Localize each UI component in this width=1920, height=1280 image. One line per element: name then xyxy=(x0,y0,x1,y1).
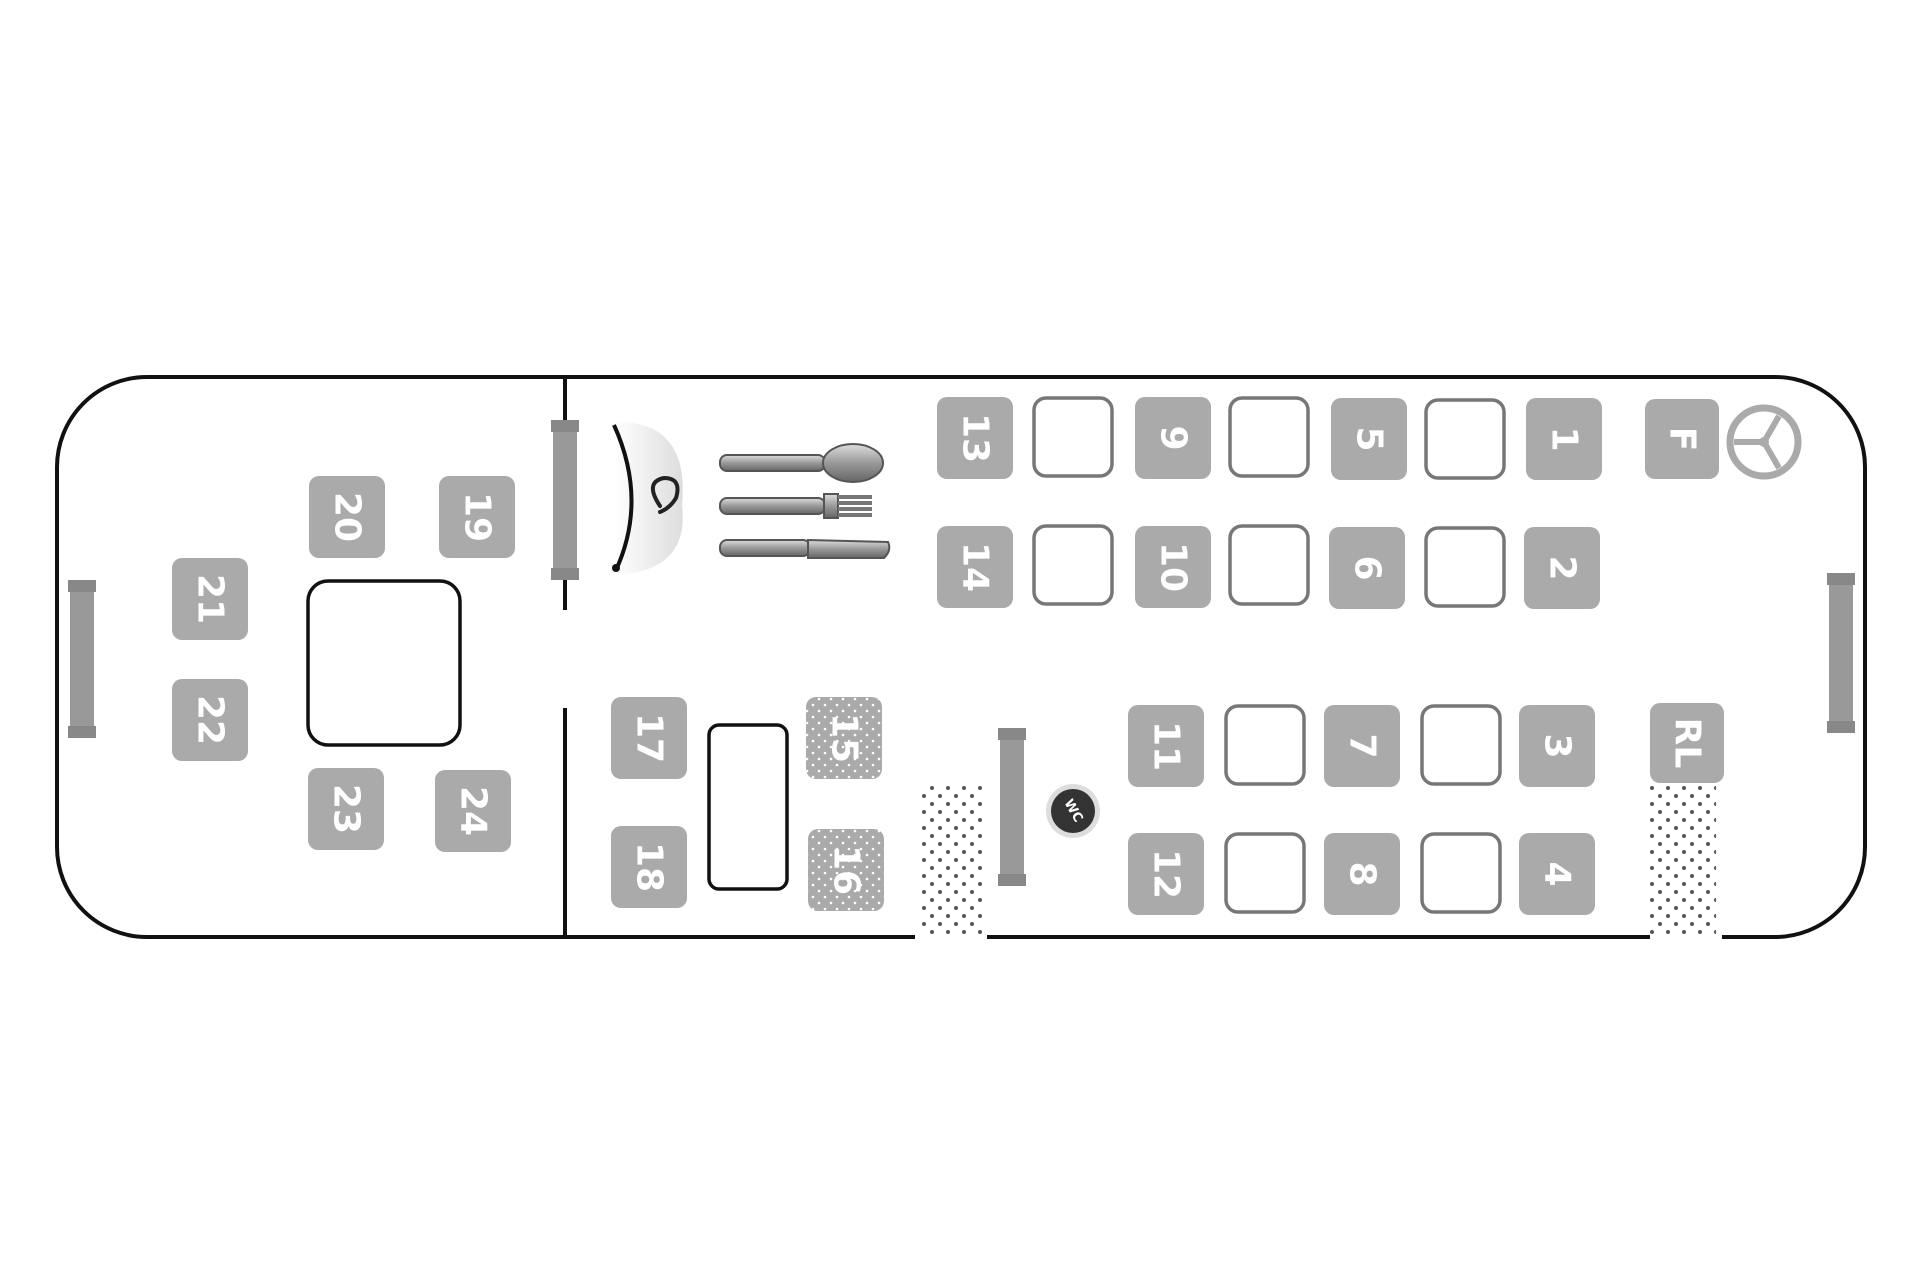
seat-label: 6 xyxy=(1347,555,1388,580)
seat-5[interactable]: 5 xyxy=(1331,398,1407,480)
row-tables xyxy=(1032,396,1506,914)
seat-label: 2 xyxy=(1542,555,1583,580)
seat-box xyxy=(439,476,515,558)
seat-7[interactable]: 7 xyxy=(1324,705,1400,787)
driver-seat[interactable]: F xyxy=(1645,399,1719,479)
seat-box xyxy=(1135,397,1211,479)
seat-15[interactable]: 15 xyxy=(806,697,882,779)
seat-box xyxy=(611,697,687,779)
seat-label: 18 xyxy=(629,842,670,892)
seat-box xyxy=(1329,527,1405,609)
seat-box xyxy=(1519,705,1595,787)
seat-17[interactable]: 17 xyxy=(611,697,687,779)
seat-box xyxy=(808,829,884,911)
lounge-table xyxy=(306,579,462,747)
seat-box xyxy=(1526,398,1602,480)
seat-box xyxy=(937,526,1013,608)
seat-label: 1 xyxy=(1544,426,1585,451)
seat-box xyxy=(1324,833,1400,915)
seat-label: 24 xyxy=(453,786,494,836)
seat-2[interactable]: 2 xyxy=(1524,527,1600,609)
seat-box xyxy=(937,397,1013,479)
seat-label: 12 xyxy=(1146,849,1187,899)
seat-label: 4 xyxy=(1537,861,1578,886)
rear-window-bar xyxy=(68,580,96,738)
seat-box xyxy=(172,679,248,761)
seat-14[interactable]: 14 xyxy=(937,526,1013,608)
seat-label: 20 xyxy=(327,492,368,542)
guide-seat-label: RL xyxy=(1667,718,1708,769)
seat-3[interactable]: 3 xyxy=(1519,705,1595,787)
seat-box xyxy=(1128,833,1204,915)
seat-label: 14 xyxy=(955,542,996,592)
seat-label: 23 xyxy=(326,784,367,834)
seat-label: 16 xyxy=(826,845,867,895)
seat-11[interactable]: 11 xyxy=(1128,705,1204,787)
seat-23[interactable]: 23 xyxy=(308,768,384,850)
seat-box xyxy=(1135,526,1211,608)
seat-6[interactable]: 6 xyxy=(1329,527,1405,609)
seat-box xyxy=(806,697,882,779)
seat-box xyxy=(1524,527,1600,609)
seat-22[interactable]: 22 xyxy=(172,679,248,761)
seat-label: 9 xyxy=(1153,425,1194,450)
seat-box xyxy=(1324,705,1400,787)
seat-10[interactable]: 10 xyxy=(1135,526,1211,608)
seat-label: 5 xyxy=(1349,426,1390,451)
guide-seat[interactable]: RL xyxy=(1650,703,1724,783)
seat-box xyxy=(1128,705,1204,787)
seat-box xyxy=(172,558,248,640)
seat-label: 21 xyxy=(190,574,231,624)
seat-4[interactable]: 4 xyxy=(1519,833,1595,915)
seat-label: 17 xyxy=(629,713,670,763)
seat-label: 19 xyxy=(457,492,498,542)
seat-box xyxy=(308,768,384,850)
driver-seat-label: F xyxy=(1662,427,1703,452)
front-window-bar xyxy=(1827,573,1855,733)
seat-label: 15 xyxy=(824,713,865,763)
seat-box xyxy=(435,770,511,852)
seat-label: 11 xyxy=(1146,721,1187,771)
seat-24[interactable]: 24 xyxy=(435,770,511,852)
seat-label: 22 xyxy=(190,695,231,745)
seat-box xyxy=(309,476,385,558)
seat-label: 3 xyxy=(1537,733,1578,758)
front-door-area xyxy=(1650,782,1716,937)
seat-1[interactable]: 1 xyxy=(1526,398,1602,480)
seat-19[interactable]: 19 xyxy=(439,476,515,558)
seat-18[interactable]: 18 xyxy=(611,826,687,908)
seat-9[interactable]: 9 xyxy=(1135,397,1211,479)
seat-box xyxy=(1519,833,1595,915)
partition-bar xyxy=(551,420,579,580)
seat-12[interactable]: 12 xyxy=(1128,833,1204,915)
cutlery-icon xyxy=(719,443,891,559)
seat-20[interactable]: 20 xyxy=(309,476,385,558)
seat-box xyxy=(611,826,687,908)
booth-table xyxy=(707,723,789,891)
seat-8[interactable]: 8 xyxy=(1324,833,1400,915)
seat-16[interactable]: 16 xyxy=(808,829,884,911)
seat-label: 13 xyxy=(955,413,996,463)
seat-label: 10 xyxy=(1153,542,1194,592)
wc-door-bar xyxy=(998,728,1026,886)
wc-icon: WC xyxy=(1046,784,1100,838)
seat-box xyxy=(1331,398,1407,480)
steering-wheel-icon xyxy=(1726,404,1802,480)
rear-door-area xyxy=(920,782,986,937)
coat-hanger-icon xyxy=(612,421,683,575)
seat-label: 8 xyxy=(1342,861,1383,886)
seat-13[interactable]: 13 xyxy=(937,397,1013,479)
seat-label: 7 xyxy=(1342,733,1383,758)
seat-21[interactable]: 21 xyxy=(172,558,248,640)
